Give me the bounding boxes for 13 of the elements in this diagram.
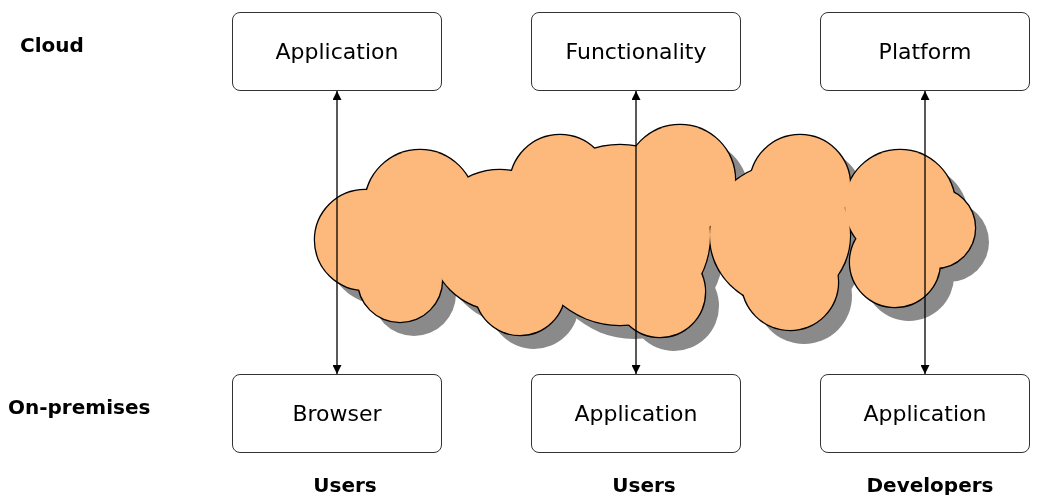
process-box: Application <box>232 12 442 91</box>
process-box: Application <box>531 374 741 453</box>
process-box: Functionality <box>531 12 741 91</box>
tier-label: Cloud <box>20 32 85 59</box>
tier-label: On-premises <box>8 394 152 421</box>
user-label: Users <box>611 472 677 495</box>
arrow <box>920 90 930 375</box>
arrow <box>631 90 641 375</box>
user-label: Users <box>312 472 378 495</box>
process-box: Browser <box>232 374 442 453</box>
process-box: Application <box>820 374 1030 453</box>
process-box: Platform <box>820 12 1030 91</box>
arrow <box>332 90 342 375</box>
